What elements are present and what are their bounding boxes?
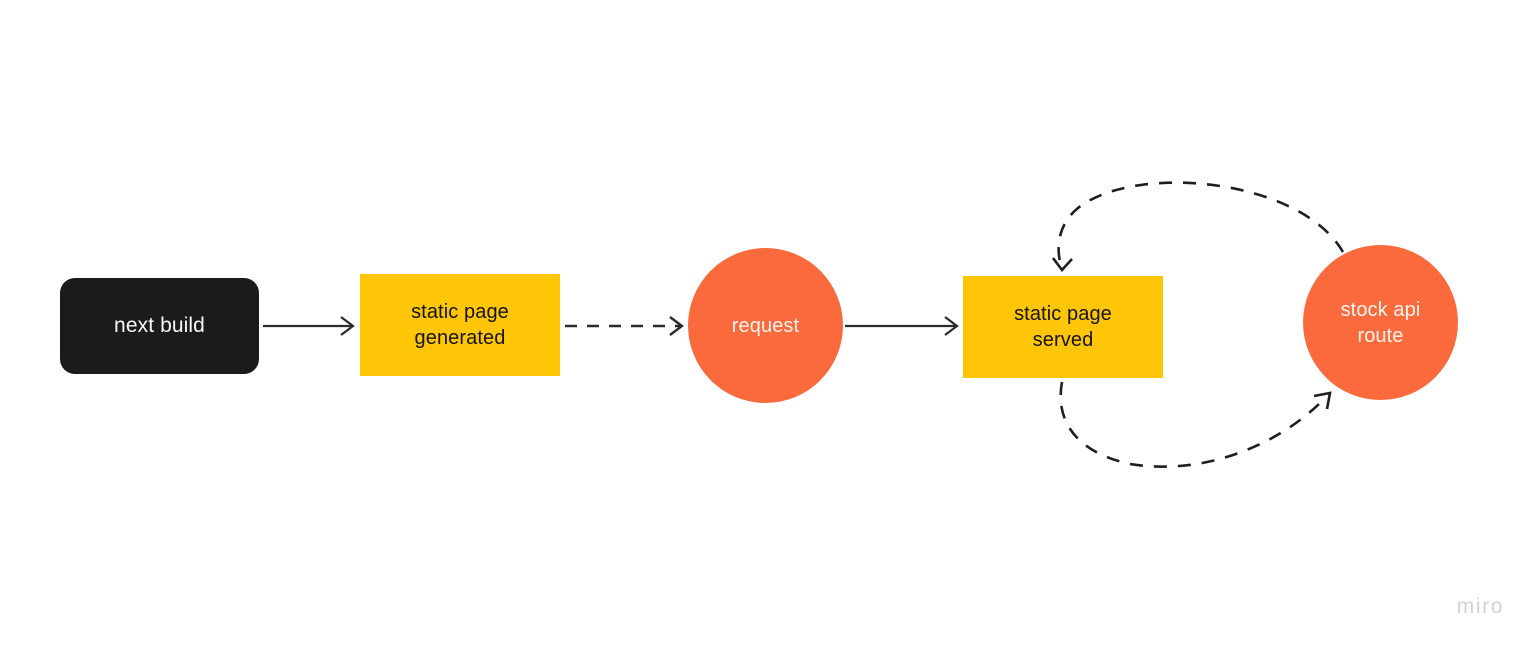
miro-watermark: miro — [1456, 595, 1504, 618]
node-next-build[interactable]: next build — [60, 278, 259, 374]
node-request-label: request — [731, 314, 800, 337]
edge-served-to-stock-api — [1059, 381, 1332, 468]
node-static-page-served-label: static page served — [1014, 303, 1112, 351]
node-next-build-label: next build — [114, 314, 205, 338]
edge-generated-to-request — [565, 316, 684, 336]
edge-request-to-served — [845, 316, 959, 336]
node-static-page-generated-label: static page generated — [411, 301, 509, 349]
edge-build-to-generated — [263, 316, 355, 336]
node-static-page-generated[interactable]: static page generated — [360, 274, 560, 376]
node-stock-api-route-label: stock api route — [1340, 298, 1421, 347]
node-stock-api-route[interactable]: stock api route — [1303, 245, 1458, 400]
node-request[interactable]: request — [688, 248, 843, 403]
edge-stock-api-to-served — [1051, 181, 1345, 273]
node-static-page-served[interactable]: static page served — [963, 276, 1163, 378]
